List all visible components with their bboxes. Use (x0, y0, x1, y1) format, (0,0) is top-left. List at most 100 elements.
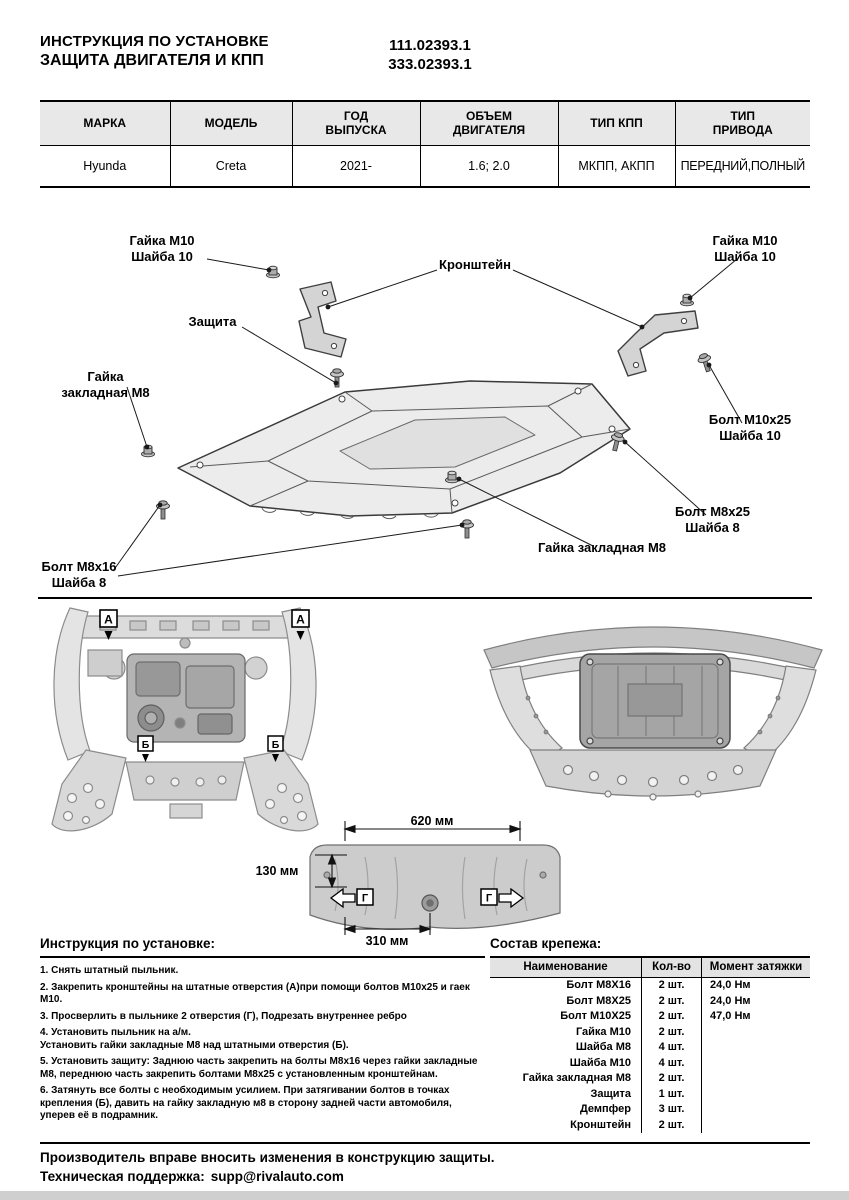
fastener-row: Кронштейн 2 шт. (490, 1117, 810, 1134)
instruction-step-1: 1. Снять штатный пыльник. (40, 965, 179, 976)
fastener-qty: 1 шт. (642, 1086, 702, 1102)
part-numbers: 111.02393.1 333.02393.1 (330, 36, 530, 74)
instructions-section: Инструкция по установке: 1. Снять штатны… (40, 936, 485, 1127)
spec-col-model: МОДЕЛЬ (169, 101, 292, 146)
instruction-step-3: 3. Просверлить в пыльнике 2 отверстия (Г… (40, 1010, 407, 1022)
bumper-section-drawing (309, 844, 561, 930)
fastener-name: Шайба М10 (490, 1055, 642, 1071)
instructions-title: Инструкция по установке: (40, 936, 215, 951)
callout-clip-nut-left: Гайка закладная М8 (61, 369, 150, 400)
fastener-qty: 3 шт. (642, 1102, 702, 1118)
fastener-qty: 2 шт. (642, 1009, 702, 1025)
callout-bracket: Кронштейн (439, 257, 511, 272)
exploded-parts-diagram (112, 258, 743, 577)
part-number-2: 333.02393.1 (388, 56, 472, 73)
dim-left-height: 130 мм (256, 864, 299, 878)
support-label: Техническая поддержка: (40, 1169, 205, 1184)
instructions-divider (40, 956, 485, 958)
fasteners-section: Состав крепежа: Наименование Кол-во Моме… (490, 936, 810, 1133)
spec-model: Creta (169, 145, 292, 187)
callout-bolt-m10x25: Болт М10х25 Шайба 10 (708, 412, 792, 443)
page-bottom-strip (0, 1191, 849, 1200)
spec-gearbox: МКПП, АКПП (557, 145, 675, 187)
fasteners-header-row: Наименование Кол-во Момент затяжки (490, 958, 810, 978)
footer-note: Производитель вправе вносить изменения в… (40, 1150, 495, 1165)
spec-drive: ПЕРЕДНИЙ,ПОЛНЫЙ (674, 145, 810, 187)
doc-title-line1: ИНСТРУКЦИЯ ПО УСТАНОВКЕ (40, 33, 269, 50)
fastener-name: Болт М8Х16 (490, 978, 642, 994)
fastener-torque (702, 1087, 810, 1103)
svg-text:А: А (104, 613, 113, 627)
svg-text:Г: Г (486, 893, 493, 905)
underbody-installed-view (483, 626, 823, 801)
fastener-name: Гайка М10 (490, 1024, 642, 1040)
doc-title-line2: ЗАЩИТА ДВИГАТЕЛЯ И КПП (40, 52, 264, 69)
spec-row: Hyunda Creta 2021- 1.6; 2.0 МКПП, АКПП П… (40, 145, 810, 187)
dim-top-width: 620 мм (411, 815, 454, 828)
fastener-name: Защита (490, 1086, 642, 1102)
callout-bolt-m8x16: Болт М8х16 Шайба 8 (41, 559, 117, 590)
bracket-left-drawing (298, 281, 347, 358)
fastener-row: Болт М10Х25 2 шт. 47,0 Нм (490, 1009, 810, 1025)
spec-col-drive: ТИП ПРИВОДА (674, 101, 810, 146)
svg-text:А: А (296, 613, 305, 627)
drill-point-markers-g: Г Г (329, 887, 525, 909)
spec-table-header: МАРКА МОДЕЛЬ ГОД ВЫПУСКА ОБЪЕМ ДВИГАТЕЛЯ… (40, 101, 810, 146)
instruction-step-2: 2. Закрепить кронштейны на штатные отвер… (40, 981, 470, 1006)
underbody-front-view: А А Б Б (51, 607, 319, 832)
callout-leader-lines (112, 258, 743, 577)
instruction-step-4: 4. Установить пыльник на а/м. Установить… (40, 1027, 349, 1051)
part-number-1: 111.02393.1 (389, 37, 471, 54)
fastener-row: Шайба М8 4 шт. (490, 1040, 810, 1056)
fastener-name: Гайка закладная М8 (490, 1071, 642, 1087)
fasteners-col-qty: Кол-во (642, 958, 702, 977)
fastener-name: Болт М8Х25 (490, 993, 642, 1009)
fasteners-col-name: Наименование (490, 958, 642, 977)
drill-dimensions-view: 620 мм 130 мм 310 мм Г Г (256, 815, 561, 948)
fastener-row: Болт М8Х25 2 шт. 24,0 Нм (490, 993, 810, 1009)
fastener-torque (702, 1040, 810, 1056)
callout-bolt-m8x25: Болт М8х25 Шайба 8 (675, 504, 750, 535)
bracket-right-drawing (617, 310, 699, 377)
underbody-drawing (51, 607, 319, 832)
fastener-row: Гайка закладная М8 2 шт. (490, 1071, 810, 1087)
fastener-row: Демпфер 3 шт. (490, 1102, 810, 1118)
spec-col-year: ГОД ВЫПУСКА (291, 101, 420, 146)
fastener-row: Болт М8Х16 2 шт. 24,0 Нм (490, 978, 810, 994)
fastener-torque (702, 1056, 810, 1072)
dim-bottom-width: 310 мм (366, 934, 409, 948)
fastener-torque (702, 1071, 810, 1087)
spec-engine: 1.6; 2.0 (419, 145, 558, 187)
spec-brand: Hyunda (83, 158, 127, 173)
footer-divider (40, 1142, 810, 1144)
fastener-name: Болт М10Х25 (490, 1009, 642, 1025)
spec-table: МАРКА МОДЕЛЬ ГОД ВЫПУСКА ОБЪЕМ ДВИГАТЕЛЯ… (40, 100, 810, 188)
callout-shield: Защита (188, 314, 237, 329)
fastener-torque (702, 1118, 810, 1134)
callout-clip-nut-center: Гайка закладная М8 (537, 540, 667, 555)
callout-nut-m10-left: Гайка М10 Шайба 10 (129, 233, 195, 264)
fastener-qty: 2 шт. (642, 1071, 702, 1087)
shield-plate-drawing (177, 380, 631, 520)
fastener-torque (702, 1025, 810, 1041)
mount-point-markers-a: А А (99, 609, 310, 640)
fastener-row: Гайка М10 2 шт. (490, 1024, 810, 1041)
spec-col-gearbox: ТИП КПП (557, 101, 675, 146)
fastener-qty: 2 шт. (642, 1024, 702, 1040)
fastener-qty: 2 шт. (642, 978, 702, 994)
fasteners-table: Наименование Кол-во Момент затяжки Болт … (490, 956, 810, 1133)
fastener-torque: 24,0 Нм (710, 979, 751, 991)
support-email: supp@rivalauto.com (210, 1169, 344, 1184)
callout-nut-m10-right: Гайка М10 Шайба 10 (712, 233, 778, 264)
spec-col-brand: МАРКА (40, 101, 170, 146)
section-divider (38, 597, 812, 599)
doc-titles: ИНСТРУКЦИЯ ПО УСТАНОВКЕ ЗАЩИТА ДВИГАТЕЛЯ… (40, 33, 269, 70)
fastener-torque (702, 1102, 810, 1118)
fastener-row: Защита 1 шт. (490, 1086, 810, 1103)
fastener-name: Шайба М8 (490, 1040, 642, 1056)
footer-support: Техническая поддержка: supp@rivalauto.com (40, 1169, 344, 1184)
mount-point-markers-b: Б Б (137, 735, 284, 762)
fastener-name: Кронштейн (490, 1117, 642, 1133)
fasteners-col-torque: Момент затяжки (709, 961, 803, 973)
